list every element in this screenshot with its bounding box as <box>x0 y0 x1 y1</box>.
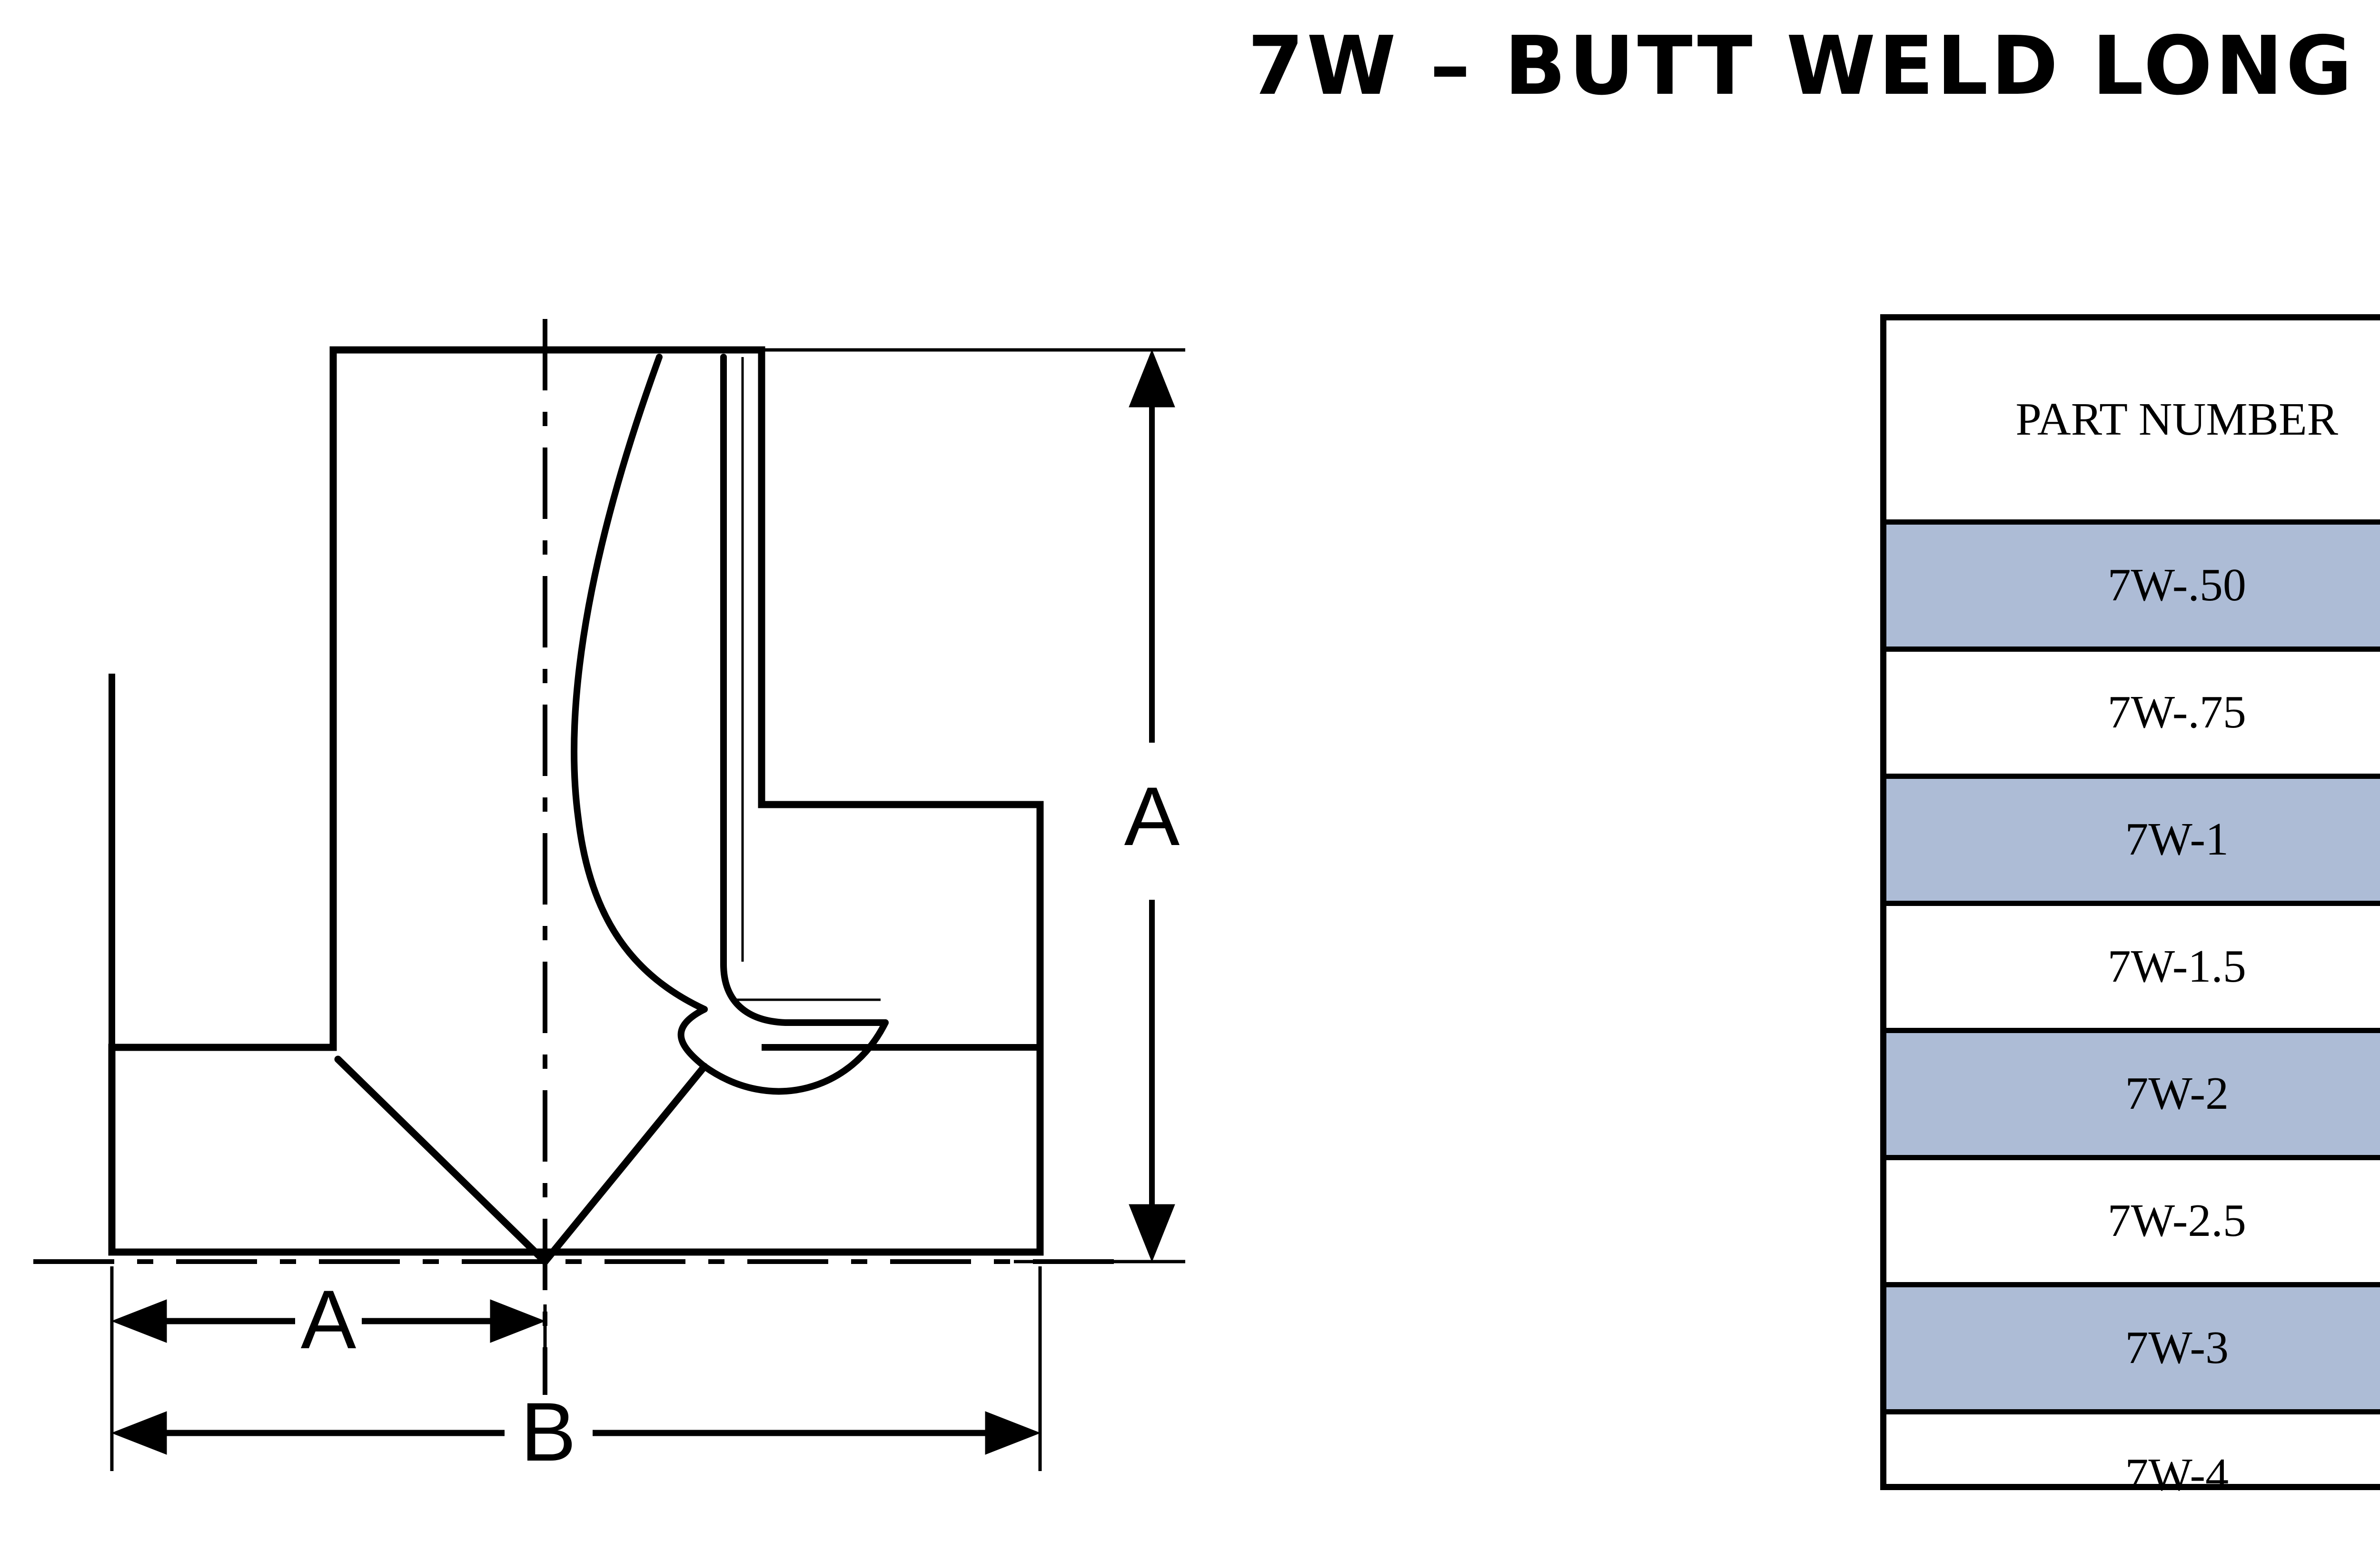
cell-part-number: 7W-2 <box>1886 1028 2380 1160</box>
weld-bead-contour <box>677 1006 889 1095</box>
table-row[interactable]: 7W-.50 1/2 1.875 3.750 <box>1886 519 2380 652</box>
dim-a-vert-arrow-bottom <box>1129 1204 1175 1263</box>
dim-b-arrow-left <box>111 1411 167 1455</box>
dim-a-horiz-label: A <box>301 1273 357 1366</box>
table-row[interactable]: 7W-2 2 3.000 6.000 <box>1886 1028 2380 1160</box>
cell-part-number: 7W-.75 <box>1886 647 2380 779</box>
cell-part-number: 7W-1.5 <box>1886 901 2380 1033</box>
table-row[interactable]: 7W-2.5 2-1/2 3.000 6.000 <box>1886 1155 2380 1287</box>
dim-a-horiz-arrow-left <box>111 1299 167 1343</box>
dim-a-vert-arrow-top <box>1129 349 1175 408</box>
dim-b-label: B <box>521 1386 576 1476</box>
tee-outline-upper-left <box>109 347 762 1051</box>
table-row[interactable]: 7W-1.5 1-1/2 2.250 4.500 <box>1886 901 2380 1033</box>
table-header-row: PART NUMBER SIZE (inches) A (inches) B (… <box>1886 320 2380 525</box>
bevel-line-right <box>541 1063 708 1265</box>
bore-curve-left <box>571 354 708 1013</box>
column-header-part-number-line1: PART NUMBER <box>2015 394 2339 446</box>
table-row[interactable]: 7W-3 3 3.250 6.500 <box>1886 1282 2380 1414</box>
technical-drawing: A A B <box>0 286 1761 1476</box>
table-row[interactable]: 7W-.75 3/4 1.875 3.750 <box>1886 647 2380 779</box>
table-row[interactable]: 7W-4 4 3.875 7.750 <box>1886 1409 2380 1536</box>
spec-table-container: PART NUMBER SIZE (inches) A (inches) B (… <box>1880 314 2380 1536</box>
cell-part-number: 7W-3 <box>1886 1282 2380 1414</box>
spec-table: PART NUMBER SIZE (inches) A (inches) B (… <box>1886 320 2380 1536</box>
bevel-line-left <box>334 1055 549 1265</box>
cell-part-number: 7W-4 <box>1886 1409 2380 1536</box>
bore-fillet <box>720 961 889 1026</box>
cell-part-number: 7W-.50 <box>1886 519 2380 652</box>
cell-part-number: 7W-2.5 <box>1886 1155 2380 1287</box>
column-header-part-number: PART NUMBER <box>1886 320 2380 525</box>
tee-section-drawing: A A B <box>33 319 1185 1476</box>
spec-table-head: PART NUMBER SIZE (inches) A (inches) B (… <box>1886 320 2380 525</box>
dim-a-horiz-arrow-right <box>490 1299 546 1343</box>
table-row[interactable]: 7W-1 1 1.875 3.750 <box>1886 774 2380 906</box>
page-title: 7W – BUTT WELD LONG TEE <box>1247 19 2380 113</box>
cell-part-number: 7W-1 <box>1886 774 2380 906</box>
spec-table-body: 7W-.50 1/2 1.875 3.750 7W-.75 3/4 1.875 … <box>1886 519 2380 1536</box>
silhouette-clean-1 <box>766 812 1033 1035</box>
dim-b-arrow-right <box>985 1411 1041 1455</box>
dim-a-vert-label: A <box>1124 770 1180 863</box>
